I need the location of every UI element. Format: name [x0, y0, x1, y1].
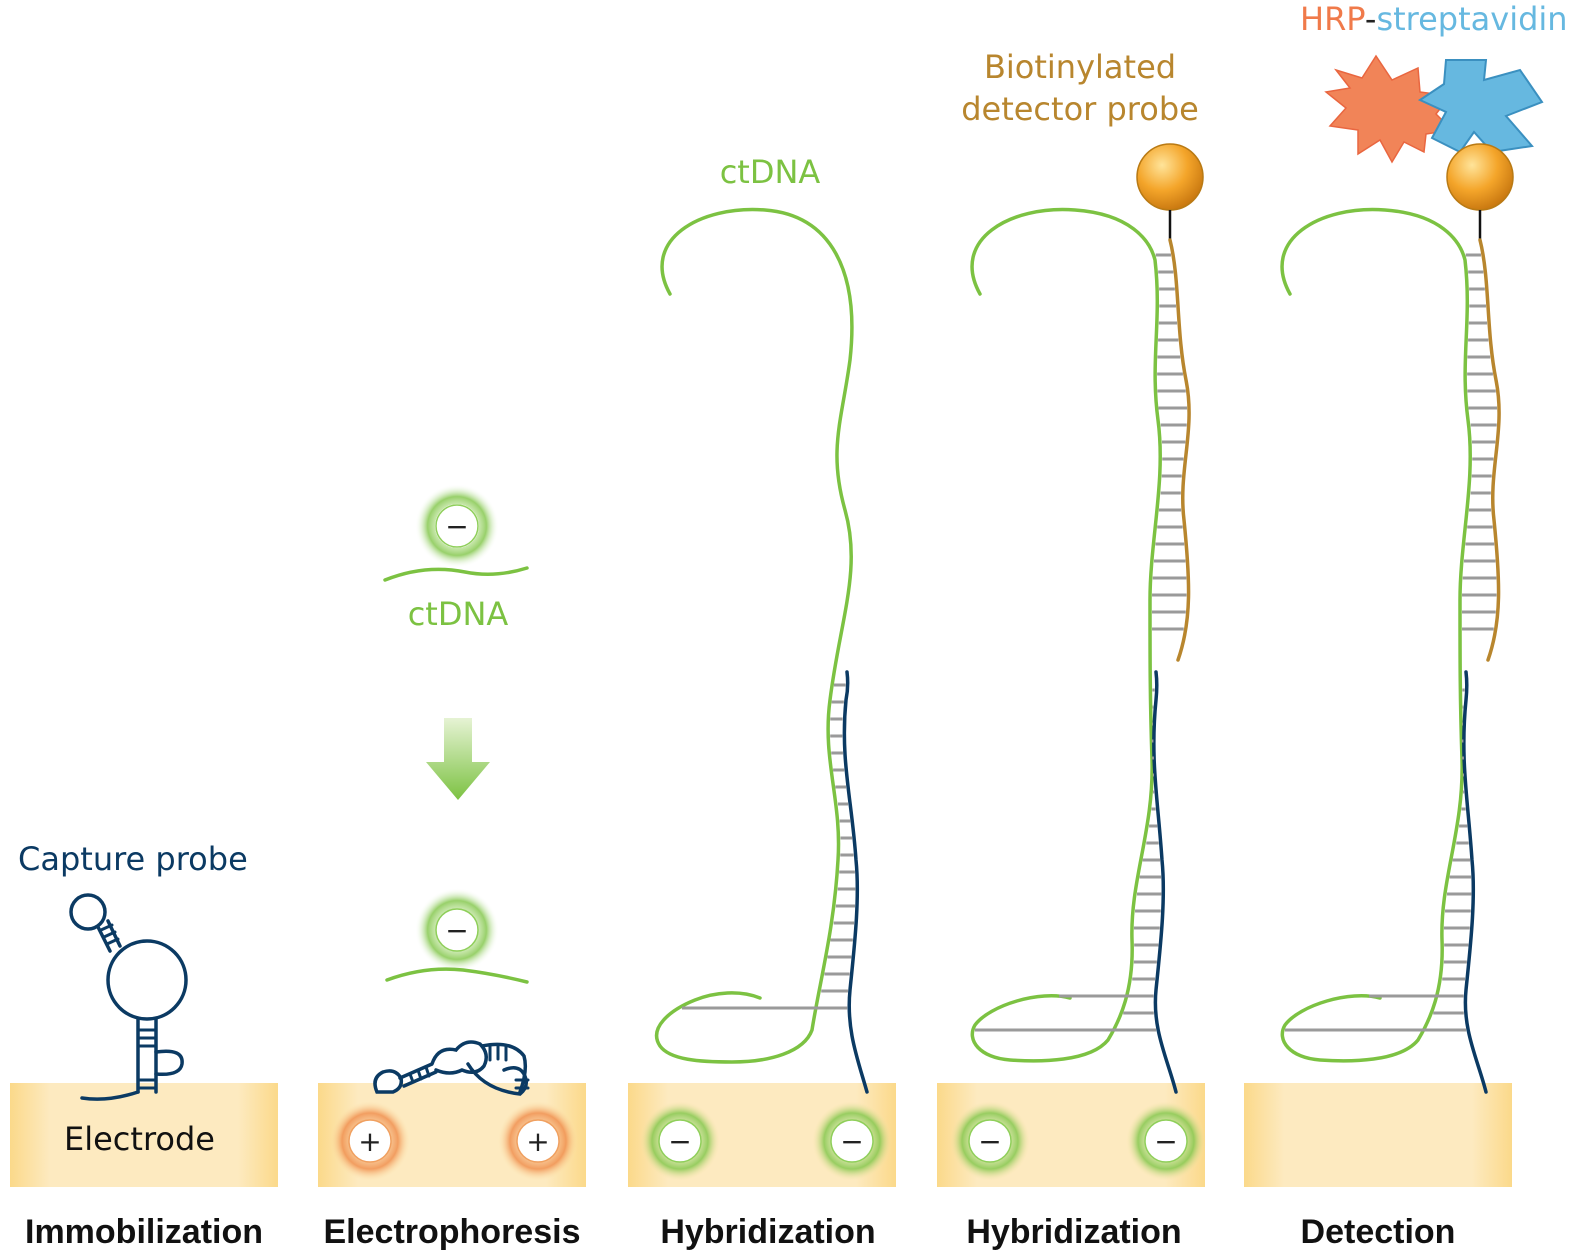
stage-title-electrophoresis: Electrophoresis: [324, 1213, 581, 1251]
ctdna-strand-top: [383, 566, 529, 582]
base-pair-rungs-2: [974, 253, 1188, 1032]
positive-charge-left: +: [330, 1101, 410, 1181]
label-dash: -: [1365, 0, 1377, 38]
stage-titles: Immobilization Electrophoresis Hybridiza…: [25, 1213, 1455, 1251]
detector-probe-strand-1: [1168, 238, 1191, 662]
svg-text:−: −: [445, 510, 468, 543]
stage-title-detection: Detection: [1301, 1213, 1456, 1251]
capture-probe: [69, 893, 188, 1101]
panel-hybridization-1: ctDNA − −: [640, 153, 892, 1181]
negative-charge-left-1: −: [640, 1101, 720, 1181]
capture-probe-strand-2: [1152, 670, 1178, 1094]
panel-electrophoresis: − ctDNA −: [330, 484, 578, 1181]
panel-hybridization-2: Biotinylated detector probe − −: [950, 48, 1206, 1181]
hrp-streptavidin-label: HRP-streptavidin: [1300, 0, 1568, 38]
stage-title-hybridization-1: Hybridization: [660, 1213, 875, 1251]
electrode-5: [1244, 1083, 1512, 1187]
panel-detection: HRP-streptavidin: [1280, 0, 1568, 1094]
ctdna-strand-long: [654, 207, 854, 1064]
electrode-1: [10, 1083, 278, 1187]
arrow-down-icon: [426, 718, 490, 800]
svg-text:−: −: [1154, 1125, 1177, 1158]
panel-immobilization: Capture probe Electrode: [18, 840, 248, 1158]
svg-text:−: −: [668, 1125, 691, 1158]
negative-charge-right-1: −: [812, 1101, 892, 1181]
ctdna-strand-bottom: [385, 967, 529, 984]
streptavidin-label: streptavidin: [1376, 0, 1567, 38]
electrodes: [10, 1083, 1512, 1187]
electrode-label: Electrode: [64, 1120, 215, 1158]
base-pair-rungs-1: [681, 683, 856, 1010]
svg-text:−: −: [840, 1125, 863, 1158]
hrp-enzyme-icon: [1324, 54, 1454, 164]
positive-charge-right: +: [498, 1101, 578, 1181]
ctdna-label-step2: ctDNA: [408, 595, 509, 633]
capture-probe-strand: [842, 670, 869, 1094]
capture-probe-strand-3: [1462, 670, 1488, 1094]
biotin-bead-1: [1136, 143, 1204, 211]
svg-text:−: −: [978, 1125, 1001, 1158]
negative-charge-left-2: −: [950, 1101, 1030, 1181]
negative-charge-right-2: −: [1126, 1101, 1206, 1181]
svg-text:+: +: [358, 1125, 381, 1158]
stage-title-hybridization-2: Hybridization: [966, 1213, 1181, 1251]
ctdna-charge-top: −: [415, 484, 499, 568]
svg-text:+: +: [526, 1125, 549, 1158]
capture-probe-collapsed: [373, 1040, 530, 1096]
ctdna-strand-2: [970, 207, 1162, 1063]
detector-probe-label-line1: Biotinylated: [984, 48, 1176, 86]
svg-text:−: −: [445, 914, 468, 947]
stage-title-immobilization: Immobilization: [25, 1213, 263, 1251]
ctdna-charge-bottom: −: [415, 888, 499, 972]
base-pair-rungs-3: [1284, 253, 1498, 1032]
biotin-bead-2: [1446, 143, 1514, 211]
detector-probe-label-line2: detector probe: [961, 90, 1199, 128]
hrp-label: HRP: [1300, 0, 1365, 38]
capture-probe-label: Capture probe: [18, 840, 248, 878]
detector-probe-strand-2: [1478, 238, 1501, 662]
ctdna-label-step3: ctDNA: [720, 153, 821, 191]
ctdna-strand-3: [1280, 207, 1472, 1063]
streptavidin-icon: [1417, 59, 1544, 154]
